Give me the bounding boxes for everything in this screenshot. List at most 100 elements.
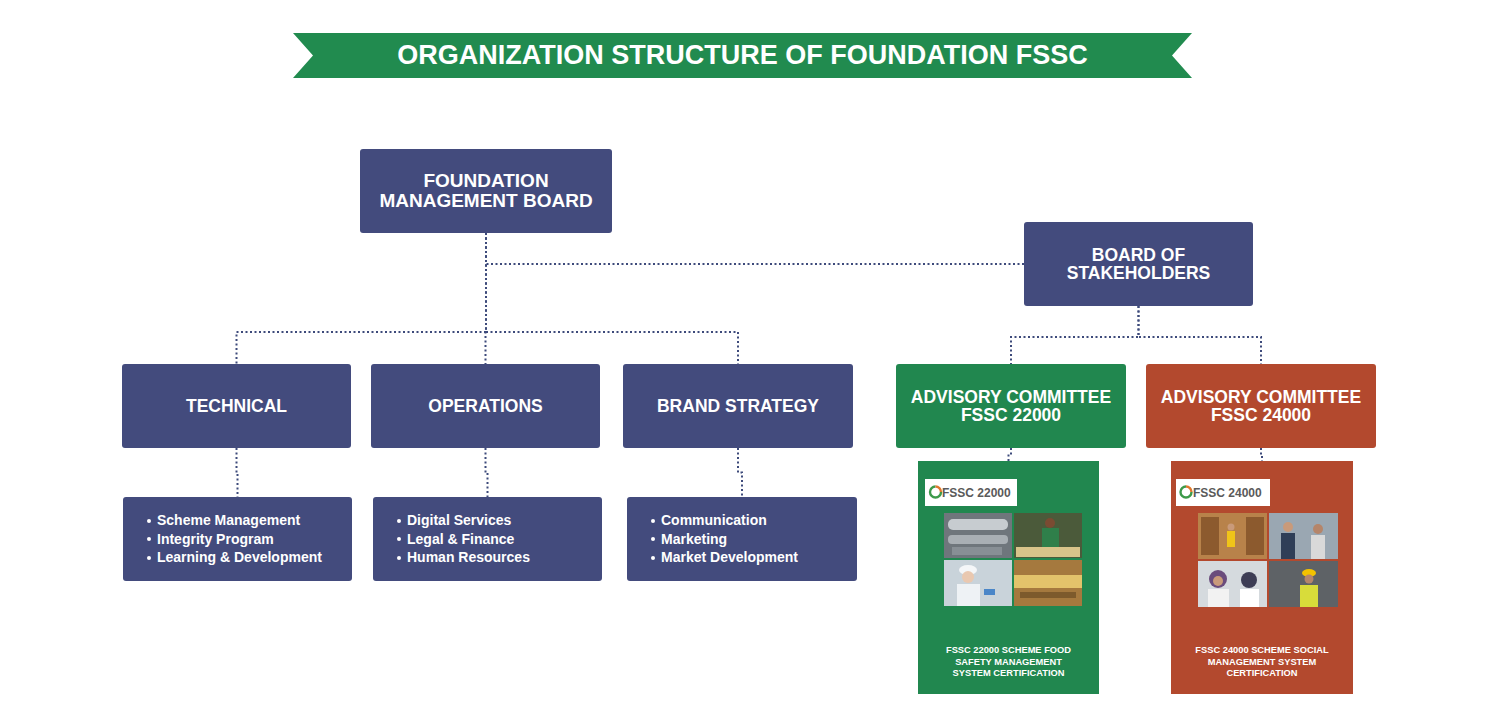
- box-title: ADVISORY COMMITTEE FSSC 22000: [904, 388, 1119, 425]
- list-item: Scheme Management: [147, 511, 352, 530]
- bullet-dot: [147, 556, 151, 560]
- logo-ring: [930, 487, 941, 498]
- list-item: Integrity Program: [147, 530, 352, 549]
- dotted-connector: [1261, 448, 1262, 461]
- department-box: BRAND STRATEGY: [623, 364, 853, 448]
- photo-detail: [1201, 517, 1219, 555]
- department-box: TECHNICAL: [122, 364, 351, 448]
- photo-detail: [1281, 533, 1295, 559]
- title-holder: ORGANIZATION STRUCTURE OF FOUNDATION FSS…: [293, 33, 1192, 78]
- photo-detail: [957, 584, 980, 606]
- bullet-dot: [651, 556, 655, 560]
- logo-ring: [936, 487, 942, 493]
- photo-detail: [1042, 528, 1059, 548]
- list-text: Human Resources: [407, 548, 530, 567]
- diagram-title: ORGANIZATION STRUCTURE OF FOUNDATION FSS…: [397, 40, 1087, 71]
- list-item: Marketing: [651, 530, 857, 549]
- bullet-dot: [651, 519, 655, 523]
- task-list-box: CommunicationMarketingMarket Development: [627, 497, 857, 581]
- box-title: BOARD OF STAKEHOLDERS: [1056, 246, 1221, 283]
- bullet-dot: [397, 537, 401, 541]
- photo-detail: [984, 589, 995, 595]
- scheme-cover: FSSC 22000 SCHEME FOOD SAFETY MANAGEMENT…: [918, 461, 1099, 694]
- photo-lab-worker: [944, 560, 1012, 606]
- board-box: FOUNDATION MANAGEMENT BOARD: [360, 149, 612, 233]
- photo-office: [1269, 513, 1338, 559]
- photo-detail: [1209, 570, 1227, 588]
- photo-warehouse: [1198, 513, 1267, 559]
- scheme-logo: FSSC 24000: [1176, 479, 1270, 506]
- dotted-connector: [486, 448, 488, 497]
- title-ribbon: [293, 33, 1192, 78]
- photo-detail: [1240, 589, 1259, 607]
- photo-detail: [1020, 592, 1076, 598]
- logo-text: FSSC 22000: [942, 486, 1011, 500]
- photo-detail: [948, 519, 1008, 530]
- photo-detail: [959, 565, 977, 575]
- dotted-connector: [1011, 306, 1139, 364]
- photo-site-worker: [1269, 561, 1338, 607]
- list-text: Marketing: [661, 530, 727, 549]
- bullet-dot: [397, 556, 401, 560]
- photo-detail: [962, 571, 974, 583]
- scheme-logo: FSSC 22000: [925, 479, 1017, 506]
- photo-detail: [1305, 575, 1314, 584]
- bullet-dot: [147, 519, 151, 523]
- box-title: ADVISORY COMMITTEE FSSC 24000: [1154, 388, 1369, 425]
- photo-detail: [1300, 585, 1318, 607]
- list-text: Market Development: [661, 548, 798, 567]
- photo-food-worker: [1014, 513, 1082, 558]
- bullet-dot: [147, 537, 151, 541]
- list-text: Communication: [661, 511, 767, 530]
- task-list-box: Digital ServicesLegal & FinanceHuman Res…: [373, 497, 602, 581]
- photo-production: [1014, 560, 1082, 606]
- list-item: Legal & Finance: [397, 530, 602, 549]
- list-text: Scheme Management: [157, 511, 300, 530]
- photo-detail: [1227, 531, 1235, 547]
- logo-ring: [1186, 487, 1192, 493]
- dotted-connector: [486, 233, 738, 364]
- dotted-connector: [738, 448, 742, 497]
- board-box: BOARD OF STAKEHOLDERS: [1024, 222, 1253, 306]
- bullet-dot: [651, 537, 655, 541]
- logo-ring: [1181, 487, 1192, 498]
- photo-machinery: [944, 513, 1012, 558]
- photo-detail: [1246, 517, 1264, 555]
- photo-detail: [1313, 524, 1323, 534]
- photo-detail: [952, 547, 1002, 555]
- committee-box: ADVISORY COMMITTEE FSSC 24000: [1146, 364, 1376, 448]
- dotted-connector: [486, 233, 1024, 264]
- list-item: Human Resources: [397, 548, 602, 567]
- bullet-dot: [397, 519, 401, 523]
- photo-detail: [1241, 572, 1257, 588]
- dotted-connector: [1009, 448, 1012, 461]
- photo-detail: [1283, 522, 1293, 532]
- photo-detail: [1208, 589, 1229, 607]
- photo-detail: [1045, 518, 1055, 528]
- committee-box: ADVISORY COMMITTEE FSSC 22000: [896, 364, 1126, 448]
- list-item: Communication: [651, 511, 857, 530]
- department-box: OPERATIONS: [371, 364, 600, 448]
- photo-detail: [1014, 575, 1082, 588]
- list-text: Learning & Development: [157, 548, 322, 567]
- photo-detail: [1302, 569, 1316, 577]
- dotted-connector: [237, 448, 238, 497]
- list-item: Market Development: [651, 548, 857, 567]
- cover-text: FSSC 24000 SCHEME SOCIAL MANAGEMENT SYST…: [1192, 645, 1332, 680]
- dotted-connector: [237, 233, 487, 364]
- photo-detail: [1311, 535, 1325, 559]
- box-title: TECHNICAL: [186, 397, 287, 415]
- list-text: Legal & Finance: [407, 530, 514, 549]
- list-item: Digital Services: [397, 511, 602, 530]
- photo-detail: [1213, 576, 1223, 586]
- photo-detail: [1016, 547, 1080, 557]
- box-title: FOUNDATION MANAGEMENT BOARD: [372, 171, 600, 211]
- list-text: Integrity Program: [157, 530, 274, 549]
- cover-text: FSSC 22000 SCHEME FOOD SAFETY MANAGEMENT…: [939, 645, 1079, 680]
- task-list-box: Scheme ManagementIntegrity ProgramLearni…: [123, 497, 352, 581]
- list-item: Learning & Development: [147, 548, 352, 567]
- logo-text: FSSC 24000: [1193, 486, 1262, 500]
- photo-detail: [948, 535, 1008, 544]
- dotted-connector: [1139, 306, 1262, 364]
